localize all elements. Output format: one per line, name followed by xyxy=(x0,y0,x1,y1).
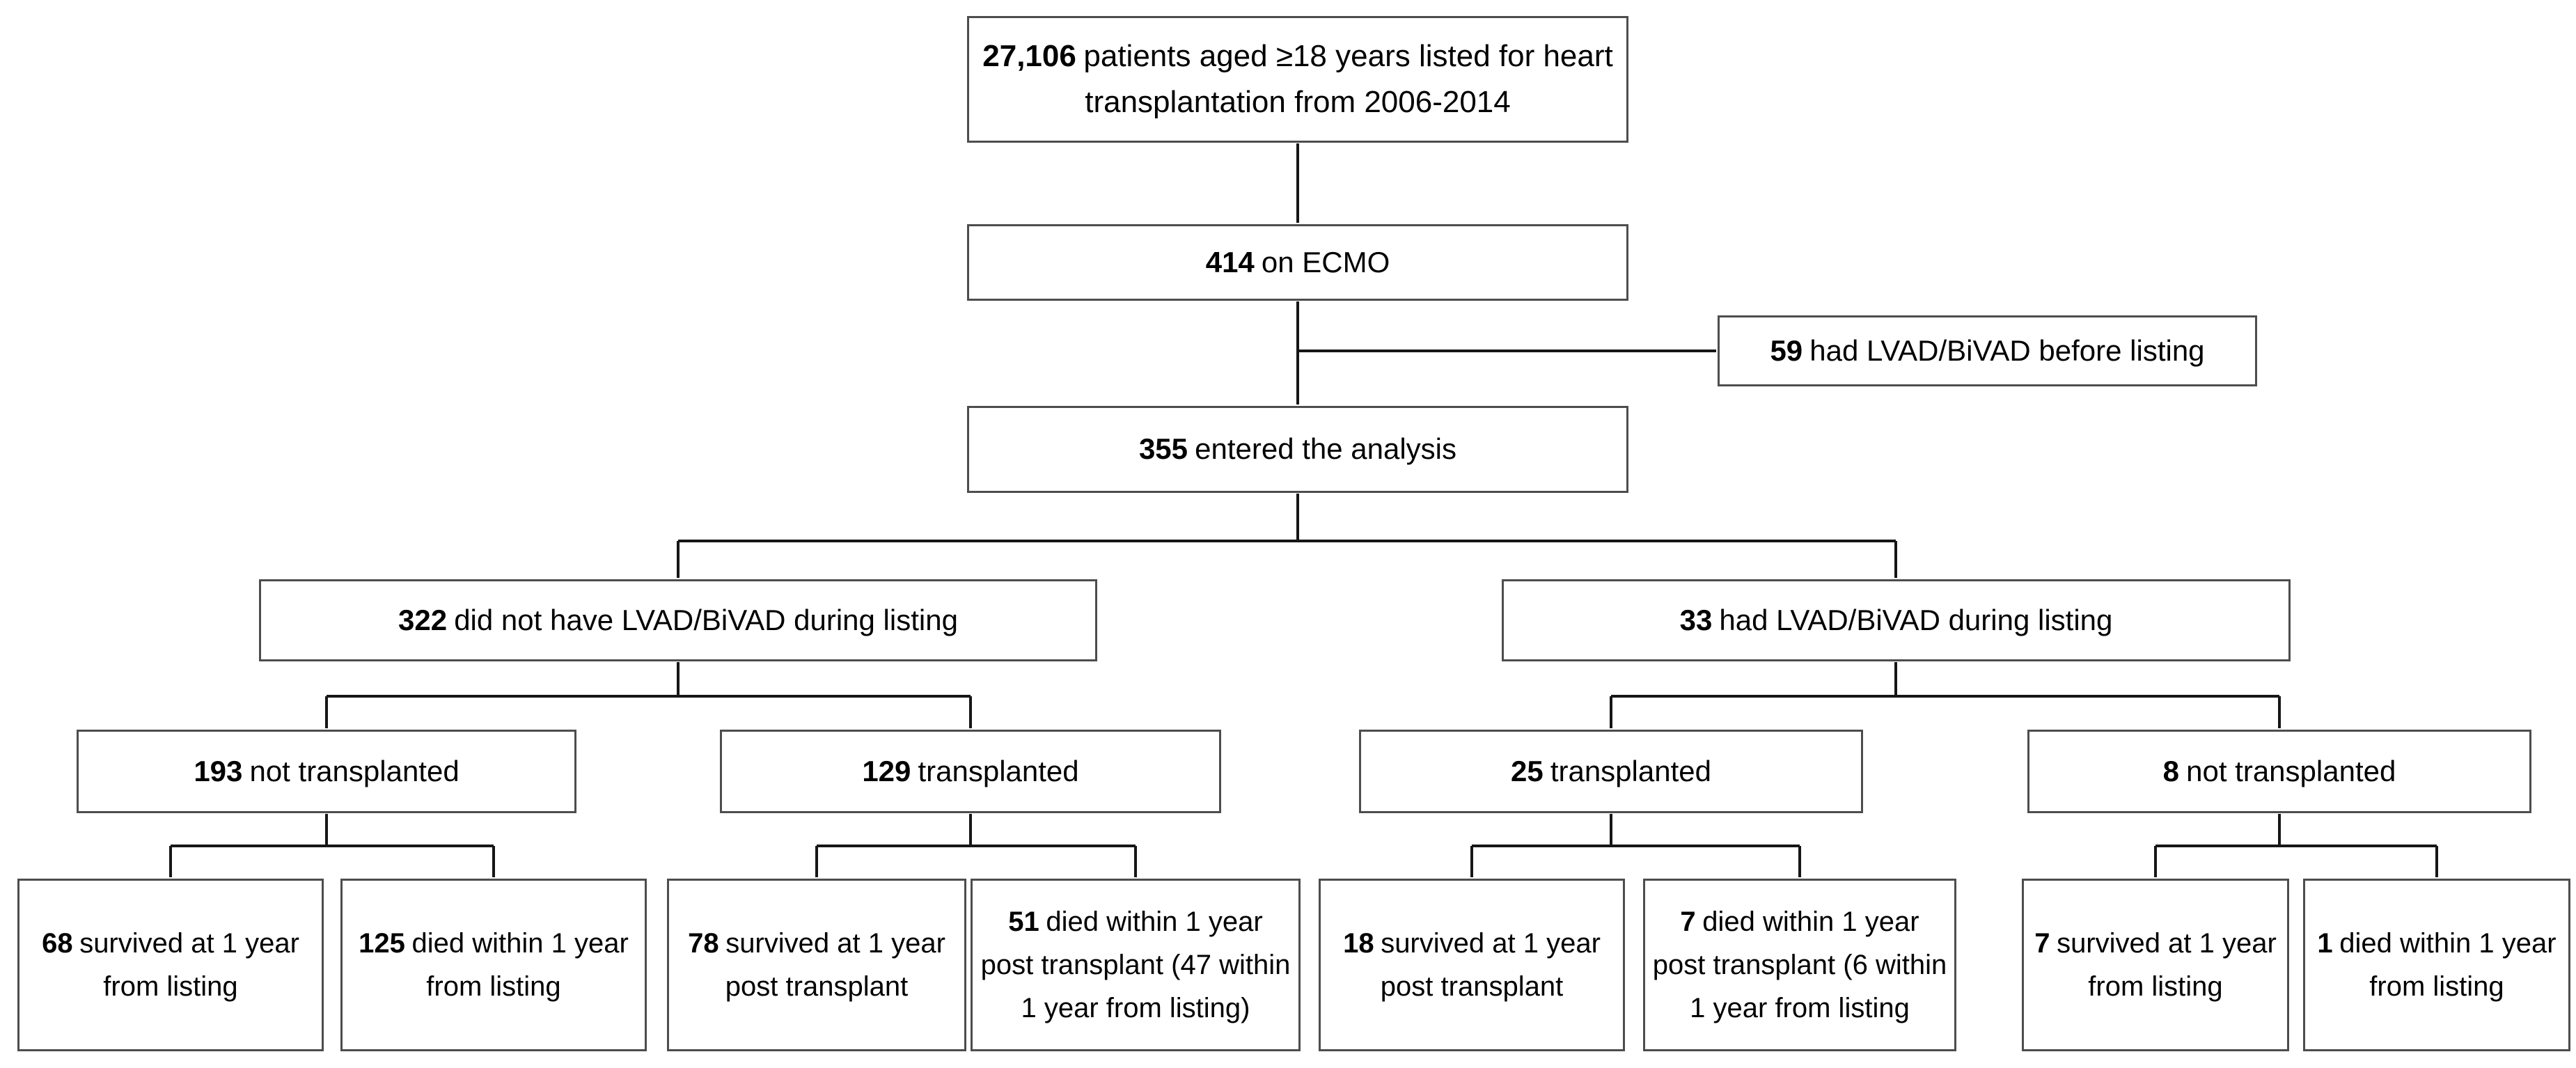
node-number: 7 xyxy=(1680,906,1696,937)
node-label: not transplanted xyxy=(2186,754,2396,787)
node-label: died within 1 year from listing xyxy=(2339,928,2557,1002)
node-label: had LVAD/BiVAD before listing xyxy=(1809,333,2205,367)
node-number: 322 xyxy=(398,603,448,636)
node-number: 7 xyxy=(2034,928,2050,959)
node-number: 68 xyxy=(42,928,73,959)
connector-stem-crossbar xyxy=(1611,662,2279,698)
node-label: died within 1 year from listing xyxy=(411,928,629,1002)
node-label: died within 1 year post transplant (6 wi… xyxy=(1652,906,1947,1023)
connector-stem-crossbar xyxy=(327,662,971,698)
node-label: transplanted xyxy=(918,754,1079,787)
connector-stem-crossbar xyxy=(2155,814,2437,847)
node-number: 33 xyxy=(1679,603,1713,636)
connector-stem-crossbar xyxy=(171,814,494,847)
node-number: 25 xyxy=(1511,754,1544,787)
node-number: 59 xyxy=(1770,333,1803,367)
node-label: died within 1 year post transplant (47 w… xyxy=(980,906,1291,1023)
node-number: 129 xyxy=(862,754,911,787)
connector-stem-crossbar xyxy=(678,494,1896,542)
node-number: 193 xyxy=(194,754,243,787)
connector-stem-crossbar xyxy=(817,814,1136,847)
node-label: transplanted xyxy=(1550,754,1711,787)
node-label: not transplanted xyxy=(249,754,460,787)
node-number: 8 xyxy=(2162,754,2180,787)
node-number: 414 xyxy=(1205,245,1255,278)
node-number: 125 xyxy=(359,928,405,959)
node-number: 355 xyxy=(1138,432,1188,466)
node-label: survived at 1 year from listing xyxy=(2057,928,2277,1002)
node-number: 51 xyxy=(1008,906,1039,937)
node-label: did not have LVAD/BiVAD during listing xyxy=(454,603,958,636)
node-label: survived at 1 year from listing xyxy=(79,928,299,1002)
node-number: 27,106 xyxy=(982,39,1076,73)
node-number: 18 xyxy=(1343,928,1374,959)
connector-stem-crossbar xyxy=(1472,814,1800,847)
node-number: 78 xyxy=(688,928,719,959)
node-label: survived at 1 year post transplant xyxy=(725,928,945,1002)
node-label: had LVAD/BiVAD during listing xyxy=(1719,603,2113,636)
node-number: 1 xyxy=(2317,928,2333,959)
node-label: on ECMO xyxy=(1261,245,1390,278)
node-label: entered the analysis xyxy=(1195,432,1457,466)
node-label: survived at 1 year post transplant xyxy=(1380,928,1601,1002)
node-label: patients aged ≥18 years listed for heart… xyxy=(1083,39,1613,119)
